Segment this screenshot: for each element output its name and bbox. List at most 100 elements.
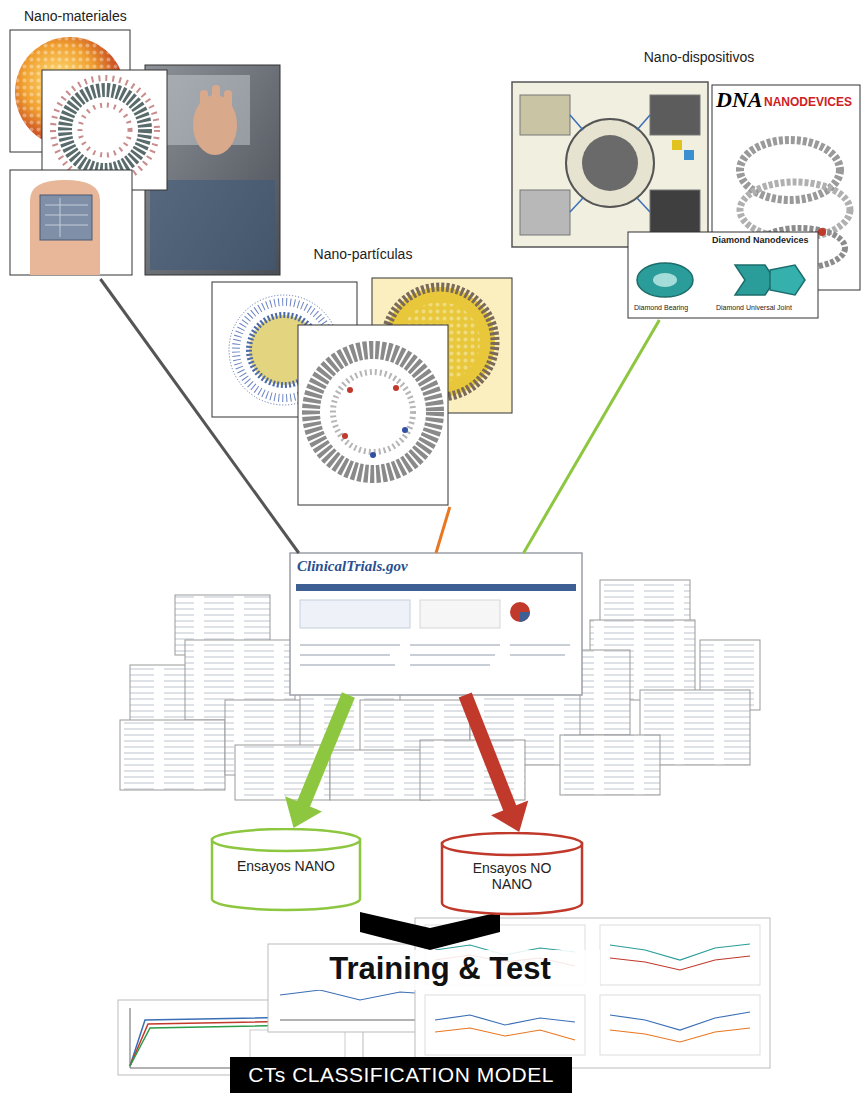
nanomaterial-images-part [53, 78, 157, 182]
nanomaterial-images-part [80, 105, 130, 155]
trial-pages-part [510, 644, 570, 646]
nanomaterial-images-part [224, 90, 232, 118]
database-cylinder: Ensayos NO NANO [440, 832, 584, 916]
connector-line [465, 695, 510, 810]
nanodevice-images-part [520, 190, 570, 235]
trial-pages-part [330, 750, 430, 800]
nanoparticle-images-part [298, 325, 448, 505]
trial-pages-part [300, 654, 390, 656]
trial-pages-part [300, 600, 410, 628]
nanodevice-images-part [650, 95, 700, 135]
nanoparticle-images-part [370, 452, 376, 458]
connector-line [524, 320, 660, 553]
image-label: Diamond Universal Joint [716, 304, 792, 312]
trial-pages-part [120, 720, 225, 790]
down-chevron [360, 912, 500, 950]
node-text: CTs CLASSIFICATION MODEL [236, 1063, 566, 1086]
nanoparticle-images-part [342, 433, 348, 439]
result-charts-part [610, 1028, 750, 1042]
cylinder-top [442, 833, 582, 855]
trial-registry-page: ClinicalTrials.gov [290, 553, 582, 695]
nanomaterial-images-part [10, 170, 132, 275]
result-charts-part [600, 925, 760, 985]
nanodevice-images-part [566, 119, 654, 207]
nanodevice-images-part [512, 82, 708, 247]
trial-pages-part [410, 654, 495, 656]
down-chevron-part [360, 912, 500, 950]
image-label: DNA [716, 88, 762, 112]
connector-line [436, 507, 450, 553]
trial-pages-part [410, 664, 490, 666]
result-charts-part [610, 1012, 750, 1030]
arrow-head [491, 800, 528, 832]
result-charts-part [435, 1015, 575, 1025]
nanodevice-images-part [637, 198, 650, 212]
nanoparticle-images-part [333, 372, 413, 452]
result-charts-part [600, 995, 760, 1055]
trial-pages-part [296, 584, 576, 591]
nanodevice-images-part [520, 95, 570, 135]
connector-line [303, 695, 349, 806]
connector-line [100, 279, 298, 553]
nanoparticle-images [212, 278, 512, 505]
nanodevice-images-part [818, 228, 826, 236]
trial-pages [120, 553, 760, 800]
trial-pages-part [300, 644, 400, 646]
nanomaterial-images-part [60, 198, 61, 237]
result-charts-part [610, 956, 750, 970]
node-text: ClinicalTrials.gov [297, 558, 582, 575]
arrow-head [285, 796, 322, 828]
nanodevice-images-part [570, 198, 583, 212]
node-text: Training & Test [284, 952, 596, 986]
group-heading-box: Nano-dispositivos [508, 45, 860, 320]
nanodevice-images-part [570, 115, 583, 130]
nanomaterial-images-part [150, 180, 275, 270]
trial-pages-part [290, 553, 582, 695]
result-charts-part [435, 1028, 575, 1040]
model-band: CTs CLASSIFICATION MODEL [230, 1057, 572, 1093]
nanodevice-images-part [637, 263, 693, 297]
result-charts-part [130, 1008, 131, 1068]
nanodevice-images-part [653, 273, 677, 287]
node-text: Nano-partículas [208, 246, 518, 262]
cylinder-top [212, 829, 360, 851]
nanodevice-images-part [582, 135, 638, 191]
stage-title: Training & Test [280, 950, 600, 990]
nanoparticle-images-part [311, 350, 435, 474]
nanodevice-images-part [684, 150, 694, 160]
nanodevice-images-part [770, 265, 805, 295]
nanomaterial-images [10, 30, 280, 275]
nanomaterial-images-part [30, 180, 100, 275]
connector [285, 695, 348, 828]
nanoparticle-images-part [393, 385, 399, 391]
nanoparticle-images-part [402, 427, 408, 433]
result-charts-part [425, 995, 585, 1055]
trial-pages-part [560, 735, 660, 795]
result-charts-part [610, 944, 750, 960]
node-text: Ensayos NO NANO [454, 860, 570, 892]
trial-pages-part [510, 654, 565, 656]
trial-pages-part [300, 664, 395, 666]
image-label: Diamond Nanodevices [712, 236, 809, 246]
connector [524, 320, 660, 553]
nanomaterial-images-part [45, 225, 88, 226]
nanomaterial-images-part [212, 85, 220, 115]
connector [100, 279, 298, 553]
trial-pages-part [420, 600, 500, 628]
nanomaterial-images-part [40, 195, 92, 240]
image-label: NANODEVICES [764, 96, 852, 109]
connector [465, 695, 528, 832]
nanodevice-images-part [735, 265, 775, 295]
group-heading-box: Nano-materiales [8, 4, 288, 279]
connector [436, 507, 450, 553]
node-text: Ensayos NANO [218, 858, 354, 874]
nanodevice-images-part [628, 232, 818, 318]
result-charts-part [415, 918, 770, 1068]
nanoparticle-images-part [347, 387, 353, 393]
nanodevice-images-part [650, 190, 700, 235]
nanomaterial-images-part [45, 215, 88, 216]
trial-pages-part [410, 644, 500, 646]
